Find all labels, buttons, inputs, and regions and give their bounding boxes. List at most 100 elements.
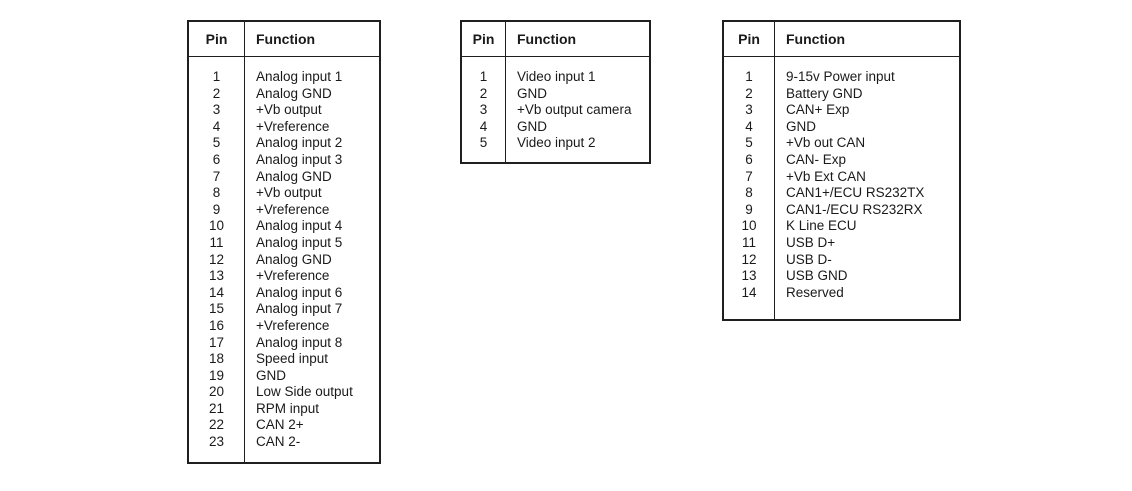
pin-number-cell: 8 — [745, 185, 753, 201]
function-cell: +Vb Ext CAN — [786, 168, 866, 184]
function-cell: Analog input 8 — [256, 334, 343, 350]
pin-number-cell: 16 — [208, 317, 225, 333]
pin-number-cell: 12 — [741, 251, 757, 267]
function-cell: Analog input 1 — [256, 69, 343, 84]
function-cell: GND — [786, 118, 816, 134]
function-cell: +Vreference — [256, 201, 330, 217]
pin-number-cell: 7 — [212, 168, 221, 184]
function-cell: Battery GND — [786, 85, 863, 101]
pin-number-cell: 13 — [741, 268, 757, 284]
pin-number-cell: 10 — [741, 218, 757, 234]
pin-number-cell: 1 — [745, 69, 753, 84]
function-cell: GND — [517, 85, 547, 101]
function-cell: CAN- Exp — [786, 151, 847, 167]
pin-number-cell: 13 — [208, 268, 225, 284]
function-cell: Analog input 7 — [256, 301, 343, 317]
function-cell: Speed input — [256, 351, 329, 367]
pin-number-cell: 11 — [209, 234, 224, 250]
pin-number-cell: 9 — [745, 201, 753, 217]
pin-column-header: Pin — [472, 31, 495, 47]
pin-number-cell: 3 — [212, 102, 221, 118]
function-cell: Analog input 4 — [256, 218, 343, 234]
pin-number-cell: 2 — [745, 85, 753, 101]
function-cell: Analog input 6 — [256, 284, 343, 300]
pin-number-cell: 10 — [208, 218, 225, 234]
pin-number-cell: 1 — [479, 69, 488, 84]
function-cell: K Line ECU — [786, 218, 857, 234]
function-cell: GND — [517, 118, 547, 134]
pin-number-cell: 4 — [745, 118, 753, 134]
pin-column-header: Pin — [738, 31, 760, 47]
pin-number-cell: 5 — [212, 135, 221, 151]
pin-number-cell: 3 — [745, 102, 753, 118]
function-cell: +Vb out CAN — [786, 135, 866, 151]
function-cell: Video input 1 — [517, 69, 596, 84]
pin-number-cell: 5 — [479, 135, 488, 151]
pin-number-cell: 15 — [208, 301, 225, 317]
pin-number-cell: 4 — [212, 118, 221, 134]
pin-number-cell: 11 — [741, 234, 756, 250]
table-header-row: Pin Function — [724, 22, 959, 57]
function-cell: +Vb output — [256, 185, 322, 201]
pin-number-cell: 1 — [212, 69, 221, 84]
function-cell: CAN+ Exp — [786, 102, 850, 118]
function-cell: +Vb output — [256, 102, 322, 118]
pin-number-cell: 22 — [208, 417, 225, 433]
pin-number-cell: 19 — [208, 367, 225, 383]
pin-number-cell: 2 — [212, 85, 221, 101]
function-cell: +Vreference — [256, 317, 330, 333]
function-cell: Low Side output — [256, 384, 353, 400]
function-cell: CAN1+/ECU RS232TX — [786, 185, 925, 201]
function-cell: +Vreference — [256, 268, 330, 284]
pin-number-cell: 14 — [208, 284, 225, 300]
pin-number-cell: 9 — [212, 201, 221, 217]
function-cell: CAN1-/ECU RS232RX — [786, 201, 923, 217]
function-cell: Analog GND — [256, 85, 332, 101]
pin-number-cell: 4 — [479, 118, 488, 134]
pin-number-cell: 14 — [741, 284, 757, 300]
table-header-row: Pin Function — [189, 22, 379, 57]
function-column-header: Function — [517, 31, 577, 47]
function-column-header: Function — [256, 31, 316, 47]
function-cell: Analog GND — [256, 168, 332, 184]
function-cell: Analog input 3 — [256, 151, 343, 167]
function-cell: Analog input 2 — [256, 135, 343, 151]
pin-number-cell: 6 — [745, 151, 753, 167]
function-cell: Video input 2 — [517, 135, 596, 151]
function-cell: USB D+ — [786, 234, 836, 250]
pin-number-cell: 5 — [745, 135, 753, 151]
pin-number-cell: 2 — [479, 85, 488, 101]
function-cell: Analog GND — [256, 251, 332, 267]
function-column-header: Function — [786, 31, 846, 47]
function-cell: USB D- — [786, 251, 832, 267]
pin-column-header: Pin — [205, 31, 228, 47]
pin-number-cell: 18 — [208, 351, 225, 367]
pin-number-cell: 8 — [212, 185, 221, 201]
table-header-row: Pin Function — [462, 22, 649, 57]
function-cell: GND — [256, 367, 286, 383]
function-cell: Reserved — [786, 284, 844, 300]
function-cell: CAN 2- — [256, 434, 301, 450]
function-cell: USB GND — [786, 268, 848, 284]
function-cell: +Vreference — [256, 118, 330, 134]
pin-number-cell: 21 — [208, 400, 225, 416]
pin-number-cell: 7 — [745, 168, 753, 184]
function-cell: RPM input — [256, 400, 320, 416]
pin-number-cell: 3 — [479, 102, 488, 118]
pin-number-cell: 17 — [208, 334, 225, 350]
pin-number-cell: 12 — [208, 251, 225, 267]
function-cell: 9-15v Power input — [786, 69, 895, 84]
